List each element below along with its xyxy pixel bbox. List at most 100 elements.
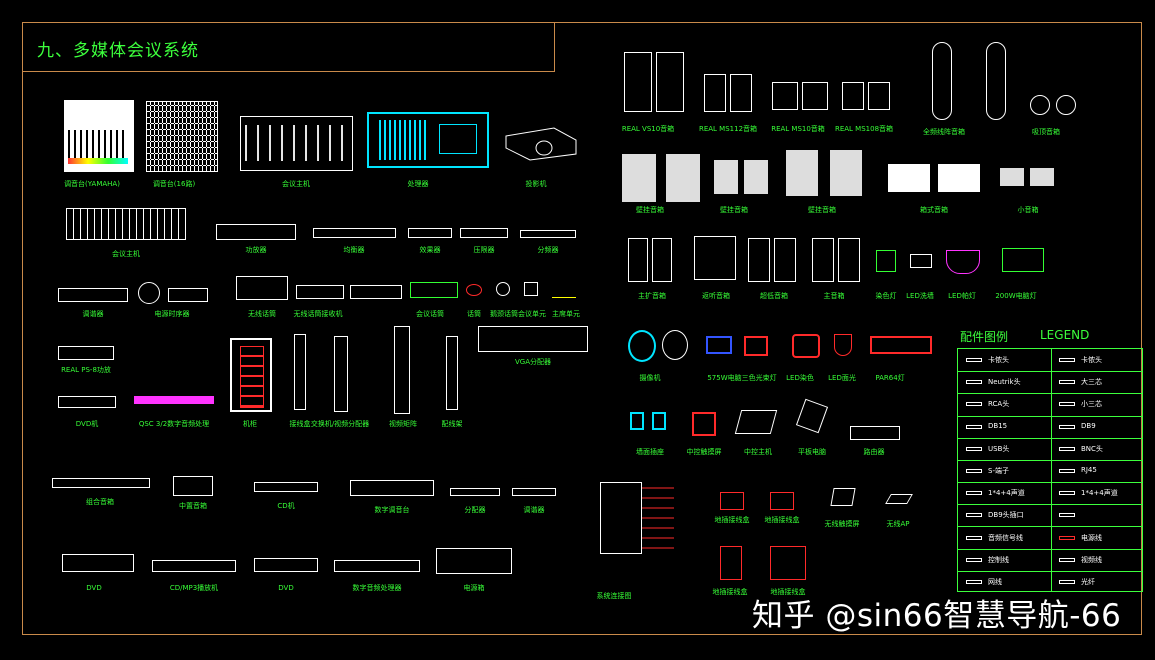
legend-symbol — [966, 402, 982, 407]
touch-panel-device — [692, 412, 716, 436]
ps-amp-device — [58, 346, 114, 360]
power-seq-box — [168, 288, 208, 302]
label-eq: 均衡器 — [343, 246, 365, 254]
legend-item-label: 电源线 — [1081, 533, 1102, 542]
label-combo: 组合音箱 — [86, 498, 114, 506]
label-ceiling-spk: 吸顶音箱 — [1032, 128, 1060, 136]
legend-symbol — [1059, 402, 1075, 407]
label-led-strip: LED染色 — [786, 374, 814, 382]
legend-header-en: LEGEND — [1040, 328, 1090, 342]
label-tuner2: 调谐器 — [523, 506, 545, 514]
label-spk-real3: REAL MS10音箱 — [771, 125, 825, 133]
legend-row-line — [958, 393, 1142, 395]
wall-spk2-device-b — [744, 160, 768, 194]
wall-socket-device-b — [652, 412, 666, 430]
box4-device — [394, 326, 410, 414]
legend-symbol — [1059, 579, 1075, 584]
legend-symbol — [1059, 469, 1075, 473]
floor-socket3-device — [720, 546, 742, 580]
legend-item-label: 控制线 — [988, 555, 1009, 564]
legend-item-label: Neutrik头 — [988, 378, 1021, 387]
spk-real1-device-b — [656, 52, 684, 112]
legend-symbol — [1059, 380, 1075, 385]
wireless-mic-device-1 — [296, 285, 344, 299]
label-box4: 视频矩阵 — [389, 420, 417, 428]
eq-device — [313, 228, 396, 238]
label-led-wash: LED洗墙 — [906, 292, 934, 300]
legend-row-line — [958, 526, 1142, 528]
wall-spk1-device — [622, 154, 656, 202]
wall-socket-device — [630, 412, 644, 430]
sub-spk-device-b — [774, 238, 796, 282]
floor-socket4-device — [770, 546, 806, 580]
label-qsc: QSC 3/2数字音频处理 — [138, 420, 210, 428]
label-projector: 投影机 — [525, 180, 547, 188]
box5-device — [446, 336, 458, 410]
label-wall-socket: 墙面插座 — [636, 448, 664, 456]
dvd-player-device — [58, 396, 116, 408]
legend-item-label: 光纤 — [1081, 577, 1095, 586]
main-spk-device — [628, 238, 648, 282]
led-wash-device — [910, 254, 932, 268]
legend-item-label: 小三芯 — [1081, 400, 1102, 409]
crossover-device — [520, 230, 576, 238]
label-cd2: CD/MP3播放机 — [169, 584, 219, 592]
moving-head-device — [706, 336, 732, 354]
spk-real2-device — [704, 74, 726, 112]
label-host: 会议主机 — [112, 250, 140, 258]
mic4-device — [552, 280, 576, 298]
par64-device — [870, 336, 932, 354]
power-seq-device — [138, 282, 160, 304]
label-wall-spk1: 壁挂音箱 — [636, 206, 664, 214]
wall-spk2-device — [714, 160, 738, 194]
legend-item-label: 卡侬头 — [988, 356, 1009, 365]
cam2-device — [662, 330, 688, 360]
host-device — [66, 208, 186, 240]
label-wireless-touch: 无线触摸屏 — [824, 520, 860, 528]
label-power-amp: 功放器 — [245, 246, 267, 254]
mic-desk-device — [410, 282, 458, 298]
wall-spk1-device-b — [666, 154, 700, 202]
label-dsp: 效果器 — [419, 246, 441, 254]
legend-symbol — [1059, 424, 1075, 429]
label-mini-spk: 小音箱 — [1017, 206, 1039, 214]
processor-device — [367, 112, 489, 168]
wireless-touch-device — [830, 488, 856, 506]
legend-item-label: USB头 — [988, 444, 1010, 453]
wall-spk3-device — [786, 150, 818, 196]
mp3-device — [350, 480, 434, 496]
label-led-par: LED帕灯 — [948, 292, 976, 300]
legend-item-label: DB15 — [988, 421, 1008, 430]
full-spk-device-b — [838, 238, 860, 282]
legend-item-label: RCA头 — [988, 400, 1010, 409]
label-spk-real4: REAL MS108音箱 — [834, 125, 894, 133]
label-cd: CD机 — [277, 502, 295, 510]
label-crossover: 分频器 — [537, 246, 559, 254]
ceiling-spk-device-b — [1056, 95, 1076, 115]
legend-item-label: 音频信号线 — [988, 533, 1023, 542]
legend-item-label: 网线 — [988, 577, 1002, 586]
legend-row-line — [958, 371, 1142, 373]
label-ps-amp: REAL PS-8功放 — [61, 366, 111, 374]
label-full-spk: 主音箱 — [823, 292, 845, 300]
drawing-frame — [22, 22, 1142, 635]
power-amp-device — [216, 224, 296, 240]
mixer-16ch-device — [146, 101, 218, 172]
label-rack-box: 机柜 — [243, 420, 257, 428]
legend-row-line — [958, 437, 1142, 439]
led-face-device — [792, 334, 820, 358]
power-box-device — [436, 548, 512, 574]
label-center: 中置音箱 — [179, 502, 207, 510]
mic-red-device — [466, 284, 482, 296]
par-can-device — [834, 334, 852, 356]
tuner2-device — [512, 488, 556, 496]
label-mic3: 会议单元 — [518, 310, 546, 318]
legend-symbol — [966, 535, 982, 540]
legend-item-label: 1*4+4声道 — [988, 489, 1025, 498]
label-power-seq: 电源时序器 — [154, 310, 190, 318]
sys-diagram-device — [600, 482, 642, 554]
light-bar-device — [1002, 248, 1044, 272]
legend-item-label: 视频线 — [1081, 555, 1102, 564]
label-box2: 接线盒 — [289, 420, 311, 428]
label-mixer-yamaha: 调音台(YAMAHA) — [64, 180, 120, 188]
